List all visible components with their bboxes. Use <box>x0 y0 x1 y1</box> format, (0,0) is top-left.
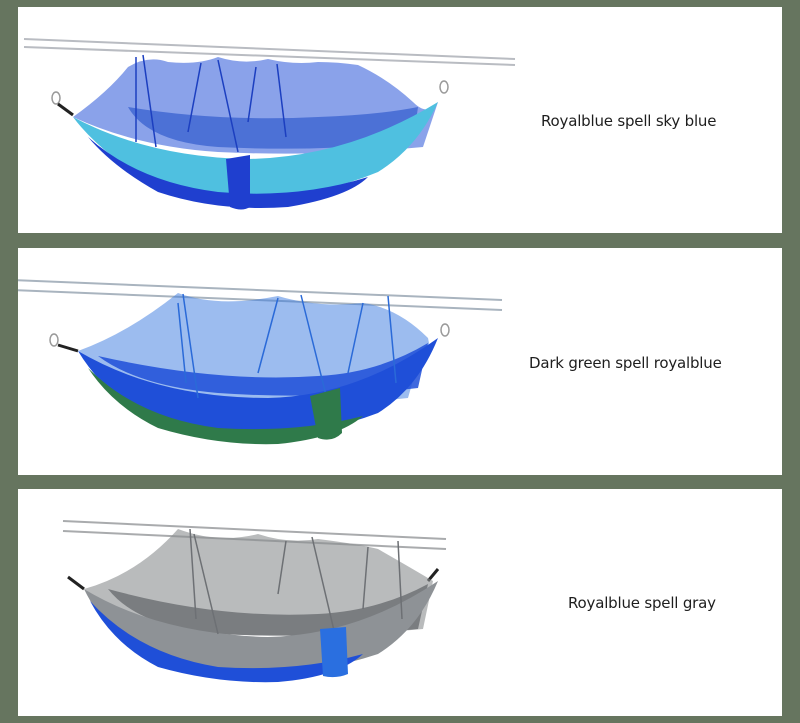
variant-label: Royalblue spell gray <box>568 594 716 612</box>
variant-card-royalblue-skyblue: Royalblue spell sky blue <box>18 7 782 233</box>
variant-label: Dark green spell royalblue <box>529 354 722 372</box>
variant-label: Royalblue spell sky blue <box>541 112 717 130</box>
variant-card-royalblue-gray: Royalblue spell gray <box>18 489 782 716</box>
hammock-image-darkgreen-royalblue <box>18 279 503 445</box>
hammock-image-royalblue-gray <box>62 520 447 683</box>
variant-card-darkgreen-royalblue: Dark green spell royalblue <box>18 248 782 475</box>
hammock-image-royalblue-skyblue <box>23 38 516 210</box>
